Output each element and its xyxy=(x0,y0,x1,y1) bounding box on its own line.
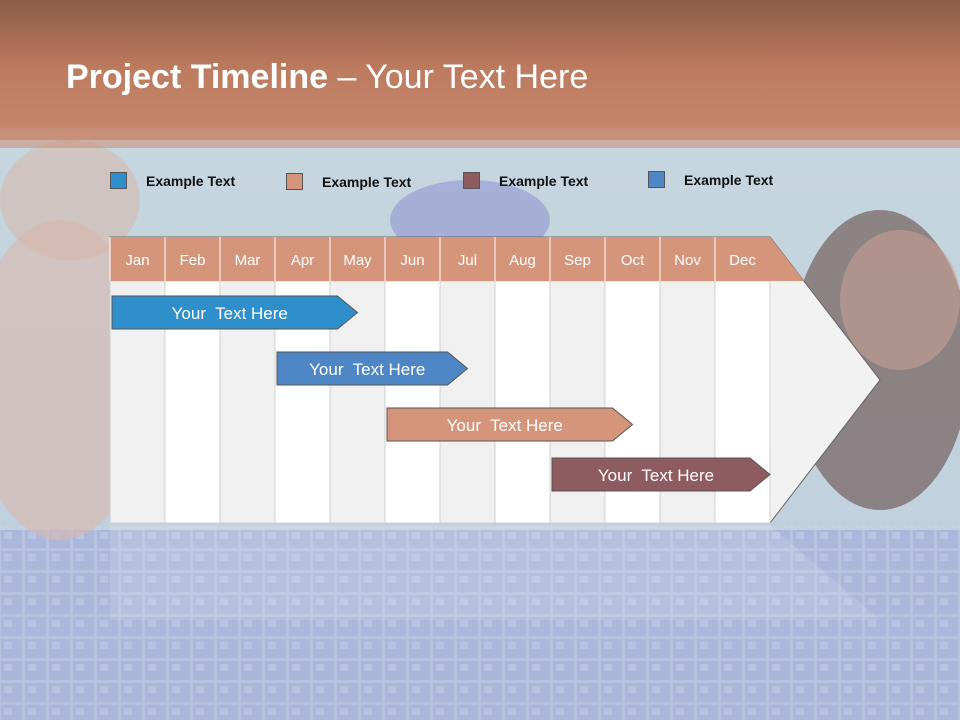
page-title: Project Timeline – Your Text Here xyxy=(66,58,588,97)
month-label-oct: Oct xyxy=(621,252,645,269)
month-label-feb: Feb xyxy=(180,252,206,269)
legend-item-4: Example Text xyxy=(648,171,773,188)
month-label-jul: Jul xyxy=(458,252,477,269)
task-label-3: Your Text Here xyxy=(447,416,563,435)
legend-swatch-3 xyxy=(463,172,480,189)
month-label-may: May xyxy=(343,252,372,269)
task-label-2: Your Text Here xyxy=(309,360,425,379)
legend-swatch-2 xyxy=(286,173,303,190)
month-header-labels: Jan Feb Mar Apr May Jun Jul Aug Sep Oct Nov Dec xyxy=(109,237,756,281)
month-label-sep: Sep xyxy=(564,252,591,269)
task-bar-3 xyxy=(386,407,634,442)
month-label-mar: Mar xyxy=(235,252,261,269)
title-rest: – Your Text Here xyxy=(328,58,589,96)
month-column-aug xyxy=(494,280,551,524)
legend-item-3: Example Text xyxy=(463,172,588,189)
task-bar-2 xyxy=(276,351,469,386)
legend-label-1: Example Text xyxy=(146,172,236,189)
task-bar-4 xyxy=(551,457,771,492)
month-label-apr: Apr xyxy=(291,252,314,269)
task-label-4: Your Text Here xyxy=(598,466,714,485)
header-arrow-tip xyxy=(770,237,804,281)
month-label-dec: Dec xyxy=(729,252,756,269)
month-label-jan: Jan xyxy=(125,252,149,269)
legend-label-2: Example Text xyxy=(322,173,412,190)
month-label-aug: Aug xyxy=(509,252,536,269)
title-bold: Project Timeline xyxy=(66,58,329,96)
month-label-jun: Jun xyxy=(400,252,424,269)
legend-label-4: Example Text xyxy=(684,171,774,188)
legend-label-3: Example Text xyxy=(499,172,589,189)
task-bar-1 xyxy=(111,295,359,330)
month-label-nov: Nov xyxy=(674,252,701,269)
legend-item-1: Example Text xyxy=(110,172,235,189)
legend-swatch-4 xyxy=(648,171,665,188)
month-column-jul xyxy=(439,280,496,524)
month-column-jun xyxy=(384,280,441,524)
timeline-reflection xyxy=(110,525,880,620)
legend-item-2: Example Text xyxy=(286,173,411,190)
task-label-1: Your Text Here xyxy=(172,304,288,323)
legend-swatch-1 xyxy=(110,172,127,189)
